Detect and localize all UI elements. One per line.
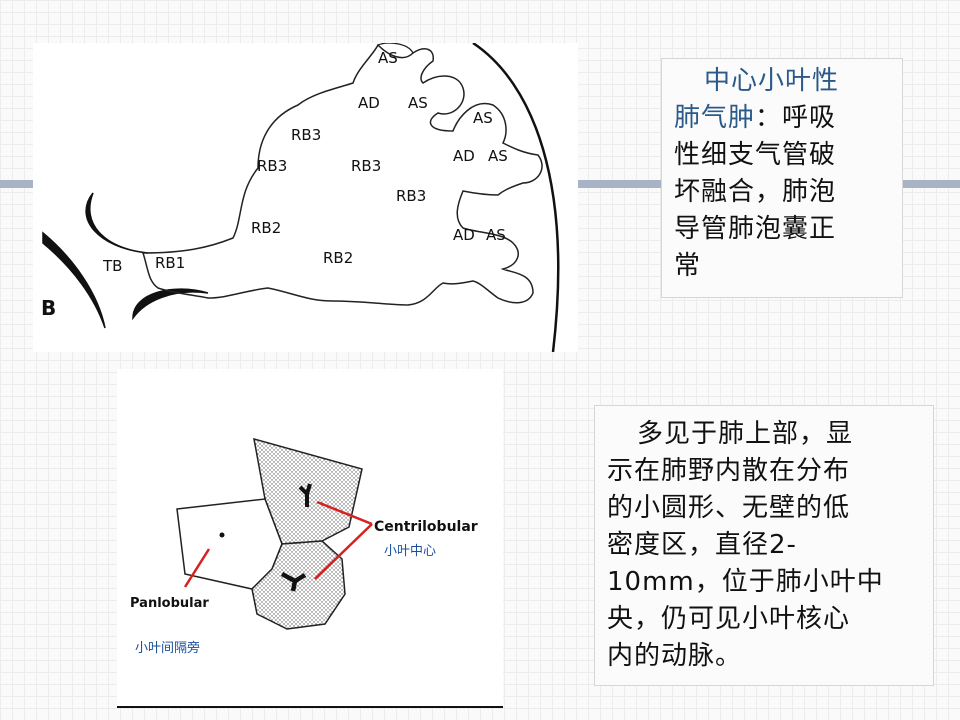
- centrilobular-cn-label: 小叶中心: [384, 544, 436, 559]
- description-line-4: 密度区，直径2-: [607, 530, 797, 560]
- centrilobular-leader-1: [316, 500, 373, 526]
- label-rb3-2: RB3: [257, 157, 287, 175]
- label-as-5: AS: [486, 226, 506, 244]
- label-rb3-3: RB3: [351, 157, 381, 175]
- bronchiole-diagram: AS AD AS AS RB3 RB3 RB3 AD AS RB3 RB2 AD…: [33, 41, 578, 353]
- airway-outline: [141, 43, 543, 306]
- label-b: B: [41, 296, 56, 320]
- definition-line-6: 常: [674, 251, 702, 281]
- figure-baseline: [117, 706, 503, 708]
- definition-textbox: 中心小叶性 肺气肿：呼吸 性细支气管破 坏融合，肺泡 导管肺泡囊正 常: [661, 58, 903, 298]
- bronchiole-mark-upper: [298, 483, 312, 507]
- term-colon: ：: [755, 103, 783, 133]
- definition-line-1: 中心小叶性: [674, 63, 892, 100]
- label-rb2-1: RB2: [251, 219, 281, 237]
- sac-top: [377, 42, 414, 54]
- definition-line-2: 肺气肿：呼吸: [674, 100, 892, 137]
- description-textbox: 多见于肺上部，显 示在肺野内散在分布 的小圆形、无壁的低 密度区，直径2- 10…: [594, 405, 934, 686]
- panlobular-leader: [183, 548, 211, 588]
- label-as-1: AS: [378, 49, 398, 67]
- label-ad-3: AD: [453, 226, 475, 244]
- label-as-3: AS: [473, 109, 493, 127]
- bronchiole-diagram-svg: AS AD AS AS RB3 RB3 RB3 AD AS RB3 RB2 AD…: [41, 41, 560, 353]
- centrilobular-leader-2: [314, 523, 373, 580]
- lobule-diagram: Centrilobular 小叶中心 Panlobular 小叶间隔旁: [117, 369, 503, 708]
- label-as-2: AS: [408, 94, 428, 112]
- b-curve: [42, 231, 106, 329]
- definition-line-2-rest: 呼吸: [782, 103, 837, 133]
- description-line-6: 央，仍可见小叶核心: [607, 604, 851, 634]
- label-ad-1: AD: [358, 94, 380, 112]
- description-line-1: 多见于肺上部，显: [607, 416, 923, 453]
- label-rb3-4: RB3: [396, 187, 426, 205]
- label-tb: TB: [102, 257, 122, 275]
- panlobular-cn-label: 小叶间隔旁: [135, 640, 200, 656]
- centrilobular-lobule: [251, 540, 346, 630]
- label-as-4: AS: [488, 147, 508, 165]
- panlobular-dot: [219, 532, 225, 538]
- outer-arc: [472, 41, 560, 353]
- definition-line-4: 坏融合，肺泡: [674, 177, 837, 207]
- panlobular-label: Panlobular: [130, 596, 209, 611]
- description-line-2: 示在肺野内散在分布: [607, 456, 851, 486]
- description-line-1-text: 多见于肺上部，显: [637, 419, 854, 449]
- tb-upper-curve: [85, 192, 149, 254]
- description-line-7: 内的动脉。: [607, 641, 743, 671]
- tb-lower-curve: [132, 288, 209, 321]
- description-line-5: 10mm，位于肺小叶中: [607, 567, 884, 597]
- centrilobular-label: Centrilobular: [374, 519, 478, 535]
- term-line-1: 中心小叶性: [704, 66, 840, 96]
- label-rb1: RB1: [155, 254, 185, 272]
- definition-line-5: 导管肺泡囊正: [674, 214, 837, 244]
- label-ad-2: AD: [453, 147, 475, 165]
- lobule-diagram-svg: Centrilobular 小叶中心 Panlobular 小叶间隔旁: [130, 437, 478, 656]
- bronchiole-mark-lower: [280, 572, 307, 592]
- term-line-2: 肺气肿: [674, 103, 756, 133]
- label-rb2-2: RB2: [323, 249, 353, 267]
- label-rb3-1: RB3: [291, 126, 321, 144]
- description-line-3: 的小圆形、无壁的低: [607, 493, 851, 523]
- definition-line-3: 性细支气管破: [674, 140, 837, 170]
